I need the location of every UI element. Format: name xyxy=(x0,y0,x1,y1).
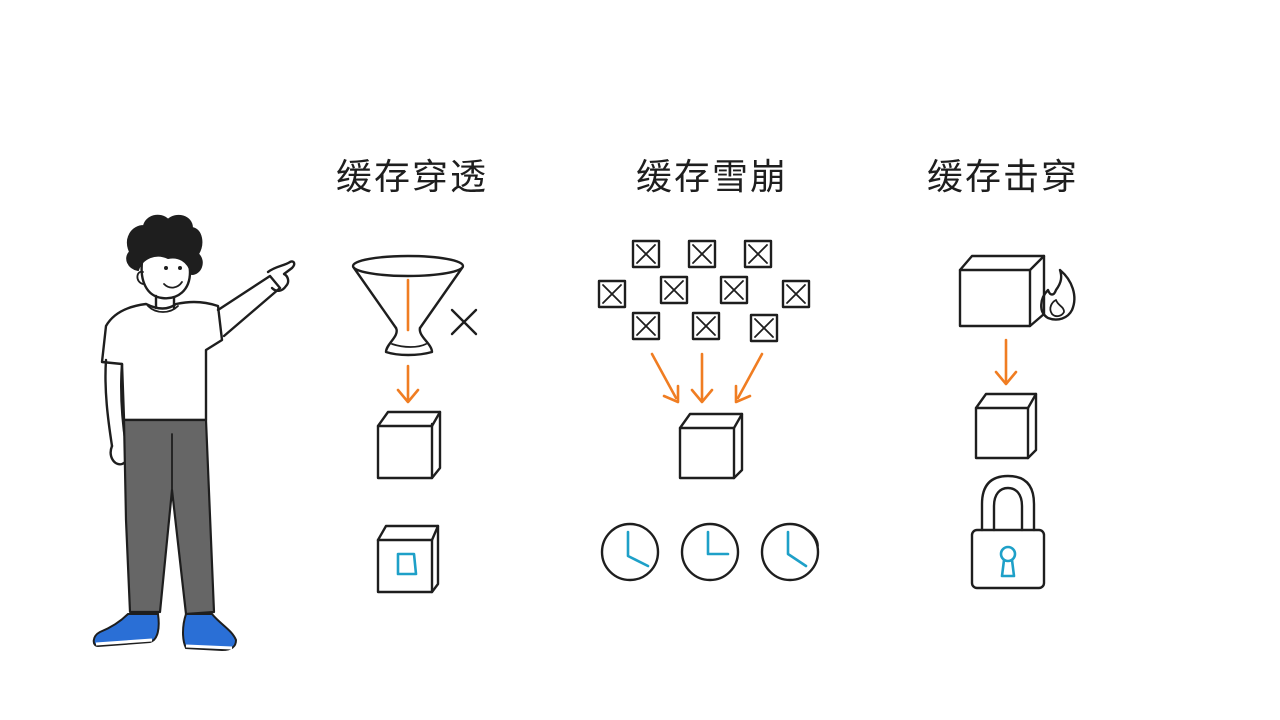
crossed-box-icon xyxy=(659,275,689,305)
funnel-icon xyxy=(351,254,465,357)
crossed-box-icon xyxy=(631,239,661,269)
crossed-box-icon xyxy=(743,239,773,269)
crossed-box-icon xyxy=(687,239,717,269)
x-mark-icon xyxy=(450,308,478,336)
clock-icon xyxy=(600,522,660,582)
crossed-box-icon xyxy=(719,275,749,305)
flame-icon xyxy=(1040,268,1076,321)
crossed-box-icon xyxy=(597,279,627,309)
cache-breakdown-diagram xyxy=(958,254,1076,590)
expired-keys-group xyxy=(597,239,811,343)
clock-icon xyxy=(680,522,740,582)
database-cube-icon xyxy=(974,392,1038,460)
crossed-box-icon xyxy=(781,279,811,309)
crossed-box-icon xyxy=(691,311,721,341)
presenter-person-icon xyxy=(92,214,296,652)
arrow-down-icon xyxy=(396,364,420,404)
arrow-down-icon xyxy=(994,338,1018,386)
title-cache-breakdown: 缓存击穿 xyxy=(926,157,1079,198)
converging-arrows-icon xyxy=(650,352,764,404)
crossed-box-icon xyxy=(631,311,661,341)
database-cube-icon xyxy=(376,524,440,594)
cache-cube-icon xyxy=(376,410,442,480)
hot-key-cube-icon xyxy=(958,254,1046,328)
title-cache-penetration: 缓存穿透 xyxy=(335,157,488,198)
title-cache-avalanche: 缓存雪崩 xyxy=(635,157,788,198)
crossed-box-icon xyxy=(749,313,779,343)
clock-icon xyxy=(760,522,820,582)
cache-avalanche-diagram xyxy=(597,239,820,582)
cache-penetration-diagram xyxy=(351,254,478,594)
padlock-icon xyxy=(970,474,1046,590)
cache-cube-icon xyxy=(678,412,744,480)
